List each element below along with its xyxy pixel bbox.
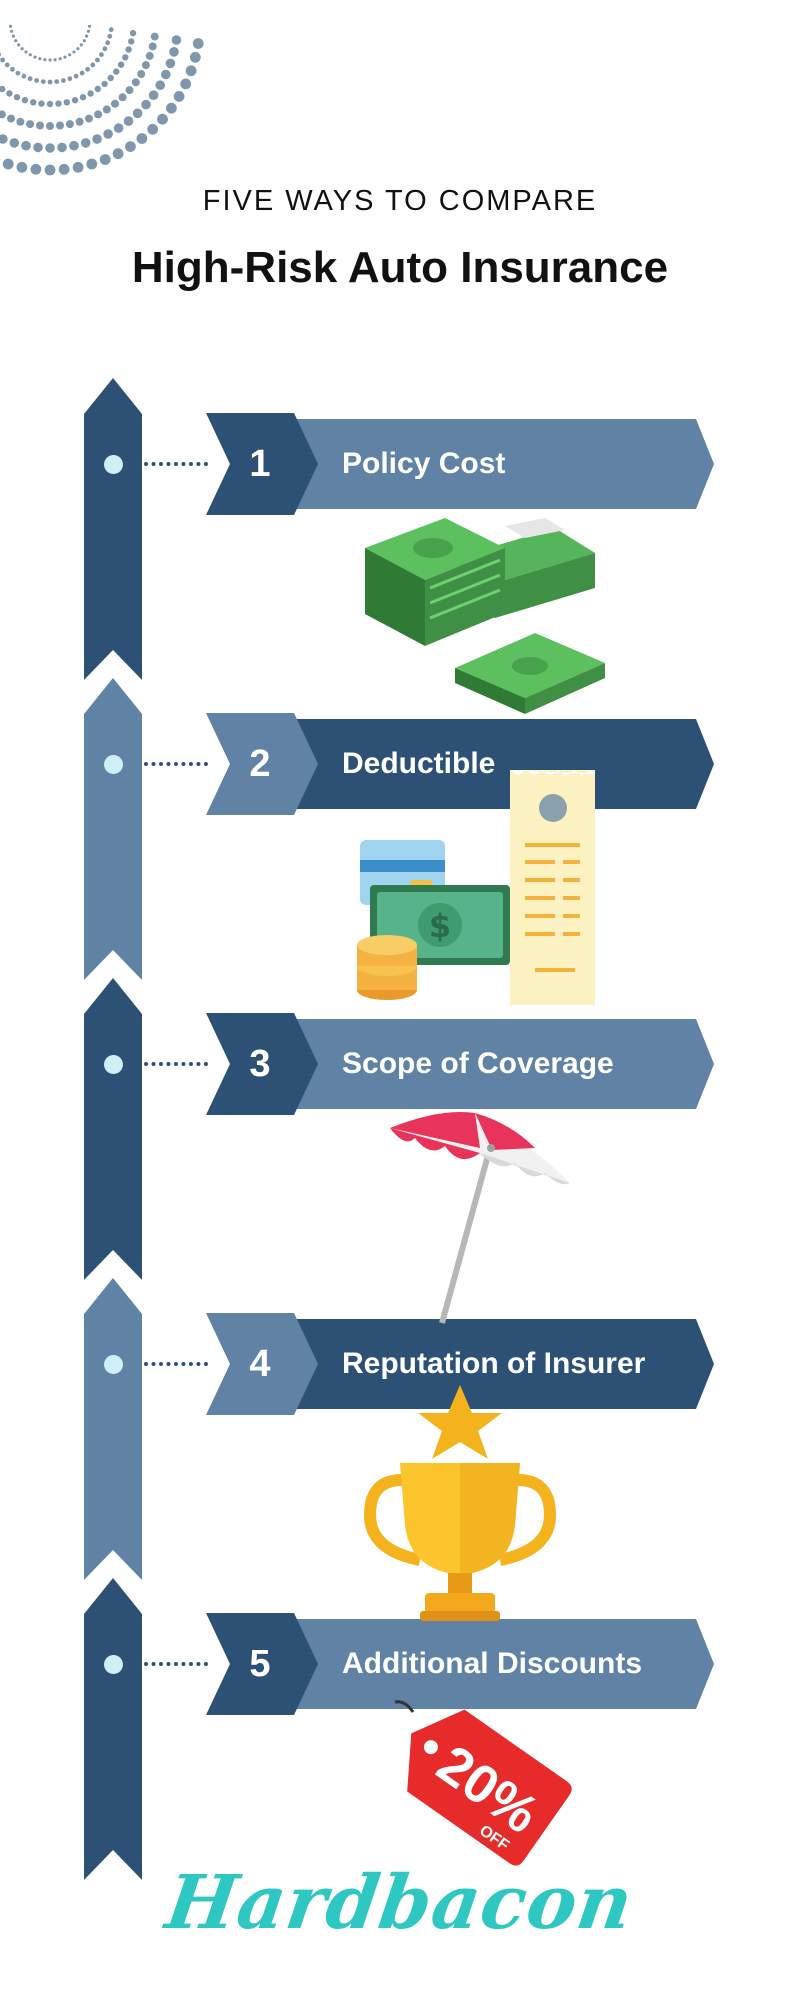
page-subtitle: FIVE WAYS TO COMPARE (202, 185, 598, 217)
money-stack-icon (365, 518, 605, 714)
timeline-connector-2 (144, 762, 208, 766)
timeline-connector-1 (144, 462, 208, 466)
item-label: Scope of Coverage (342, 1047, 614, 1080)
decorative-dot-arcs (0, 24, 204, 176)
item-number: 4 (249, 1343, 271, 1385)
item-banner-3: 3 Scope of Coverage (206, 1013, 714, 1115)
svg-text:$: $ (429, 907, 451, 945)
timeline-segment-1 (84, 378, 142, 680)
item-banner-2: 2 Deductible (206, 713, 714, 815)
item-banner-4: 4 Reputation of Insurer (206, 1313, 714, 1415)
timeline-dot-3 (104, 1055, 123, 1074)
timeline-connector-3 (144, 1062, 208, 1066)
hardbacon-logo: Hardbacon (161, 1860, 639, 1946)
timeline-dot-5 (104, 1655, 123, 1674)
timeline-dot-4 (104, 1355, 123, 1374)
item-banner-5: 5 Additional Discounts (206, 1613, 714, 1715)
receipt-payment-icon: $ (357, 770, 595, 1005)
discount-tag-icon: 20% OFF (394, 1700, 572, 1866)
item-number: 5 (249, 1643, 271, 1685)
timeline-dot-1 (104, 455, 123, 474)
trophy-icon (363, 1385, 557, 1621)
umbrella-icon (390, 1112, 570, 1324)
item-number: 3 (249, 1043, 271, 1085)
timeline-segment-4 (84, 1278, 142, 1580)
item-number: 2 (249, 743, 271, 785)
timeline-segment-5 (84, 1578, 142, 1880)
item-label: Additional Discounts (342, 1647, 642, 1680)
page-title: High-Risk Auto Insurance (131, 243, 669, 292)
timeline-connector-5 (144, 1662, 208, 1666)
timeline-segment-3 (84, 978, 142, 1280)
timeline-dot-2 (104, 755, 123, 774)
item-label: Policy Cost (342, 447, 506, 480)
item-label: Deductible (342, 747, 496, 780)
timeline-segment-2 (84, 678, 142, 980)
item-number: 1 (249, 443, 271, 485)
item-banner-1: 1 Policy Cost (206, 413, 714, 515)
timeline-connector-4 (144, 1362, 208, 1366)
item-label: Reputation of Insurer (342, 1347, 646, 1380)
